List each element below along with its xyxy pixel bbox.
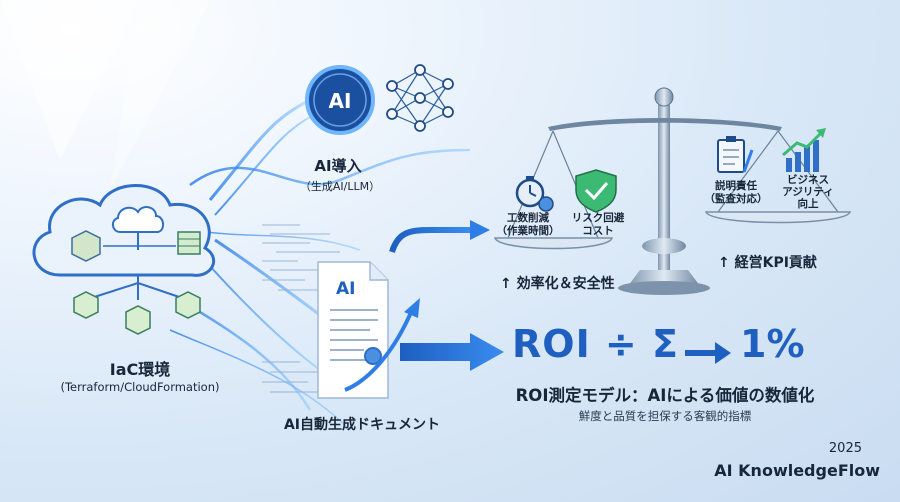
growth-chart-icon	[782, 128, 826, 172]
doc-badge-text: AI	[336, 279, 355, 299]
shield-check-icon	[575, 169, 617, 213]
clipboard-icon	[717, 136, 754, 173]
scale-right-caption: ↑ 経営KPI貢献	[718, 255, 817, 271]
scale-left-caption: ↑ 効率化＆安全性	[500, 276, 615, 292]
iac-subtitle: (Terraform/CloudFormation)	[60, 380, 220, 394]
resource-cubes-icon	[73, 275, 201, 335]
roi-formula-right: 1%	[740, 322, 805, 366]
scale-left-item-1-line1: 工数削減	[507, 212, 549, 224]
scale-right-item-1-line2: （監査対応）	[704, 193, 768, 205]
scale-left-item-1-line2: （作業時間）	[496, 225, 560, 237]
gear-icon	[364, 347, 382, 365]
footer-year: 2025	[828, 441, 862, 456]
scale-left-item-1: 工数削減 （作業時間）	[497, 212, 560, 238]
roi-subtitle: 鮮度と品質を担保する客観的指標	[578, 409, 752, 423]
ai-badge-text: AI	[329, 89, 352, 113]
cloud-icon	[32, 184, 216, 277]
doc-title: AI自動生成ドキュメント	[283, 417, 441, 433]
scale-right-item-2: ビジネス アジリティ 向上	[782, 174, 833, 210]
scale-right-item-1: 説明責任 （監査対応）	[705, 180, 768, 206]
roi-title: ROI測定モデル：AIによる価値の数値化	[515, 386, 815, 405]
arrow-to-roi	[400, 333, 504, 371]
footer-brand: AI KnowledgeFlow	[714, 461, 880, 480]
scale-right-item-2-line3: 向上	[797, 198, 819, 210]
ai-intro-title: AI導入	[314, 157, 362, 175]
balance-scale-icon	[493, 87, 852, 295]
ai-document-icon: AI	[317, 261, 420, 399]
neural-network-icon	[386, 64, 454, 132]
ai-intro-subtitle: （生成AI/LLM）	[299, 180, 381, 193]
roi-formula-left: ROI ÷ Σ	[512, 322, 679, 366]
scale-left-item-2-line1: リスク回避	[571, 212, 625, 224]
scale-left-item-2: リスク回避 コスト	[572, 212, 625, 238]
ai-brain-icon: AI	[296, 56, 384, 144]
iac-title: IaC環境	[109, 360, 171, 379]
light-rays	[0, 0, 210, 190]
scale-right-item-1-line1: 説明責任	[715, 180, 757, 192]
scale-left-item-2-line2: コスト	[582, 225, 614, 237]
arrow-to-scale	[389, 220, 490, 254]
scale-right-item-2-line1: ビジネス	[786, 174, 829, 186]
roi-arrow-icon	[685, 342, 731, 364]
stopwatch-icon	[515, 176, 554, 212]
scale-right-item-2-line2: アジリティ	[782, 186, 834, 198]
